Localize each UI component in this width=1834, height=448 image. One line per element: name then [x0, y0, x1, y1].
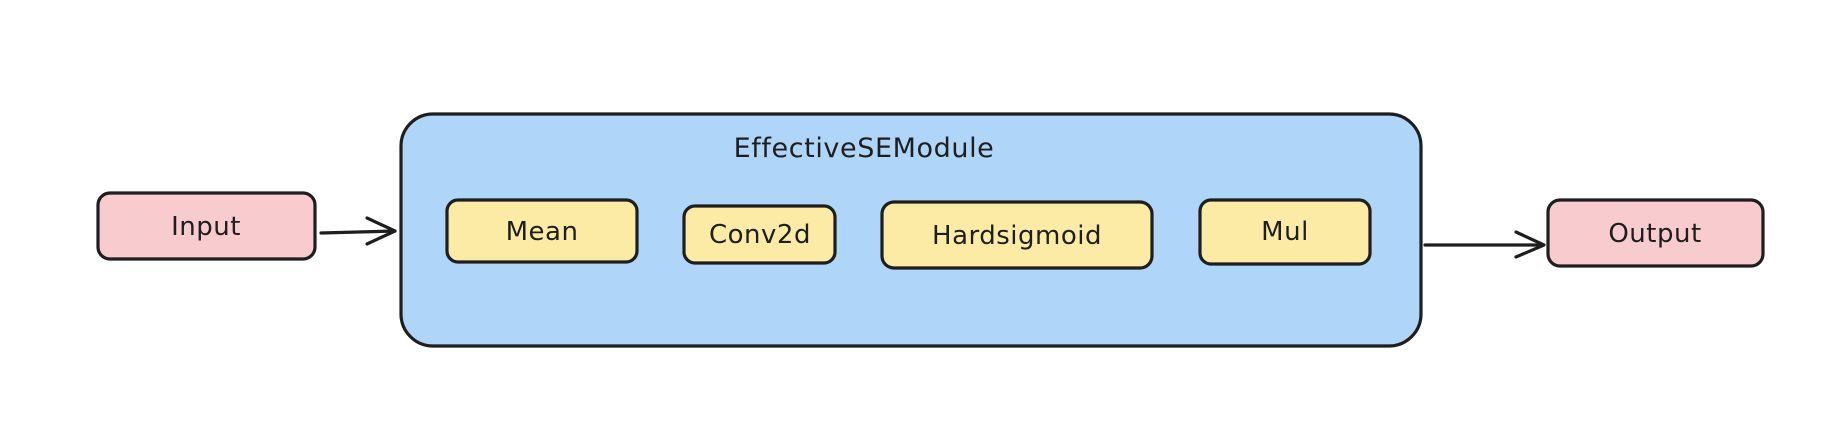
input-label: Input [171, 212, 241, 242]
output-label: Output [1608, 219, 1701, 249]
layer-mul-box [1198, 198, 1372, 266]
input-box [96, 191, 317, 261]
layer-hardsigmoid-label: Hardsigmoid [932, 221, 1102, 251]
layer-mean[interactable]: Mean [445, 198, 639, 264]
layer-conv2d-box [682, 204, 837, 265]
layer-mul[interactable]: Mul [1198, 198, 1372, 266]
layer-mean-label: Mean [506, 217, 579, 247]
module-title: EffectiveSEModule [734, 133, 995, 164]
arrow-input-to-module [319, 216, 397, 246]
input-node[interactable]: Input [96, 191, 317, 261]
layer-hardsigmoid-box [880, 200, 1154, 270]
layer-mean-box [445, 198, 639, 264]
layer-hardsigmoid[interactable]: Hardsigmoid [880, 200, 1154, 270]
effective-se-module[interactable]: EffectiveSEModule Mean Conv2d Hardsigmoi… [399, 112, 1423, 348]
layer-conv2d[interactable]: Conv2d [682, 204, 837, 265]
arrow-module-to-output [1423, 230, 1546, 259]
layer-conv2d-label: Conv2d [709, 220, 811, 250]
output-node[interactable]: Output [1546, 198, 1765, 268]
output-box [1546, 198, 1765, 268]
layer-mul-label: Mul [1261, 217, 1309, 247]
